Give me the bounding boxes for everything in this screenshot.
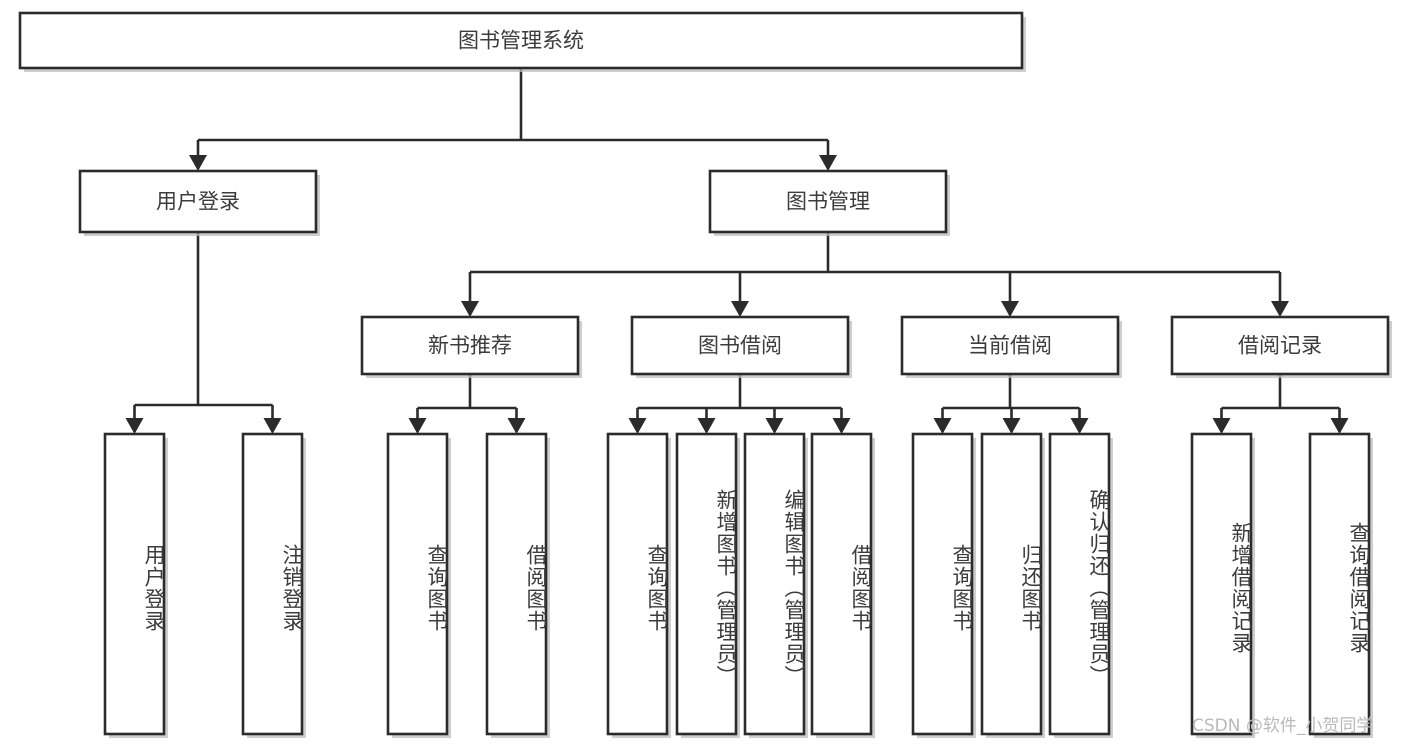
node-book-manage-label: 图书管理 [786, 190, 870, 214]
node-leaf-bb-query-box[interactable] [606, 432, 669, 736]
node-leaf-user-login-box[interactable] [103, 432, 166, 736]
arrow-head-icon [731, 301, 749, 317]
node-borrow-record-label: 借阅记录 [1238, 334, 1322, 358]
connector-lines [125, 68, 1349, 434]
node-leaf-rec-borrow-box[interactable] [485, 432, 548, 736]
node-leaf-user-logout-box[interactable] [241, 432, 304, 736]
arrow-head-icon [1070, 418, 1089, 434]
arrow-head-icon [1212, 418, 1231, 434]
node-leaf-bb-edit-box[interactable] [743, 432, 806, 736]
arrow-head-icon [697, 418, 716, 434]
node-root-label: 图书管理系统 [458, 29, 584, 53]
node-user-login-label: 用户登录 [156, 190, 240, 214]
node-leaf-br-query-box[interactable] [1308, 432, 1371, 736]
node-current-borrow-box[interactable] [900, 315, 1120, 376]
node-root-box[interactable] [18, 11, 1024, 70]
arrow-head-icon [1271, 301, 1289, 317]
arrow-head-icon [1330, 418, 1349, 434]
arrow-head-icon [263, 418, 282, 434]
arrow-head-icon [1001, 301, 1019, 317]
node-book-manage-box[interactable] [708, 169, 948, 234]
node-user-login-box[interactable] [78, 169, 318, 234]
csdn-watermark: CSDN @软件_小贺同学 [1192, 716, 1374, 736]
arrow-head-icon [628, 418, 647, 434]
arrow-head-icon [461, 301, 479, 317]
node-current-borrow-label: 当前借阅 [968, 334, 1052, 358]
node-leaf-cb-return-box[interactable] [980, 432, 1043, 736]
arrow-head-icon [125, 418, 144, 434]
node-leaf-bb-borrow-box[interactable] [810, 432, 873, 736]
node-leaf-rec-query-box[interactable] [386, 432, 449, 736]
arrow-head-icon [933, 418, 952, 434]
arrow-head-icon [765, 418, 784, 434]
node-book-borrow-label: 图书借阅 [698, 334, 782, 358]
node-boxes [18, 11, 1392, 738]
arrow-head-icon [1002, 418, 1021, 434]
node-leaf-bb-add-box[interactable] [675, 432, 738, 736]
node-borrow-record-box[interactable] [1170, 315, 1390, 376]
node-new-book-rec-label: 新书推荐 [428, 334, 512, 358]
arrow-head-icon [189, 155, 207, 171]
arrow-head-icon [819, 155, 837, 171]
arrow-head-icon [832, 418, 851, 434]
arrow-head-icon [408, 418, 427, 434]
node-leaf-cb-query-box[interactable] [911, 432, 974, 736]
node-new-book-rec-box[interactable] [360, 315, 580, 376]
node-book-borrow-box[interactable] [630, 315, 850, 376]
arrow-head-icon [507, 418, 526, 434]
node-leaf-cb-confirm-box[interactable] [1048, 432, 1111, 736]
node-leaf-br-add-box[interactable] [1190, 432, 1253, 736]
